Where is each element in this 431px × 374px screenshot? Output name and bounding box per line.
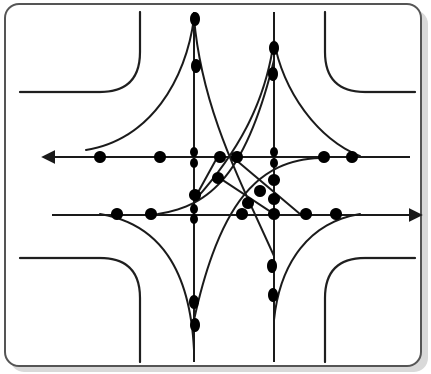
curb-top-left	[18, 10, 142, 94]
conflict-point	[268, 67, 278, 81]
path-left-turn-south-to-east	[193, 17, 275, 257]
conflict-point	[268, 288, 278, 302]
path-left-turn-north-to-east	[273, 39, 361, 157]
path-crossing-b	[235, 159, 301, 215]
conflict-point	[346, 151, 358, 163]
conflict-point	[268, 174, 280, 186]
conflict-point	[254, 185, 266, 197]
curb-bottom-right	[323, 256, 417, 364]
conflict-point	[242, 197, 254, 209]
curb-top-right	[323, 10, 417, 94]
path-left-turn-north-to-southwest	[194, 39, 275, 201]
conflict-point	[212, 172, 224, 184]
conflict-point	[330, 208, 342, 220]
conflict-point	[270, 158, 278, 168]
conflict-point	[300, 208, 312, 220]
conflict-point	[190, 214, 198, 224]
conflict-point	[191, 59, 201, 73]
path-crossing-c	[195, 155, 219, 197]
conflict-point	[145, 208, 157, 220]
conflict-point	[111, 208, 123, 220]
diagram-frame	[4, 3, 422, 367]
conflict-point	[189, 295, 199, 309]
conflict-point	[214, 151, 226, 163]
conflict-point	[190, 12, 200, 26]
conflict-point	[190, 158, 198, 168]
conflict-point	[189, 189, 201, 201]
path-left-turn-west-to-north	[157, 59, 275, 215]
conflict-point	[94, 151, 106, 163]
conflict-point	[270, 147, 278, 157]
conflict-point	[318, 151, 330, 163]
conflict-point	[154, 151, 166, 163]
conflict-point	[268, 208, 280, 220]
conflict-point	[190, 318, 200, 332]
conflict-points	[94, 12, 358, 332]
curb-bottom-left	[18, 256, 142, 364]
path-right-turn-east-to-south	[273, 213, 361, 321]
conflict-point	[267, 259, 277, 273]
conflict-point	[268, 193, 280, 205]
conflict-point	[236, 208, 248, 220]
conflict-point	[190, 147, 198, 157]
path-crossing-a	[214, 174, 275, 215]
conflict-point	[231, 151, 243, 163]
conflict-point	[190, 204, 198, 214]
conflict-point	[269, 41, 279, 55]
path-right-turn-north-to-west	[85, 17, 195, 151]
